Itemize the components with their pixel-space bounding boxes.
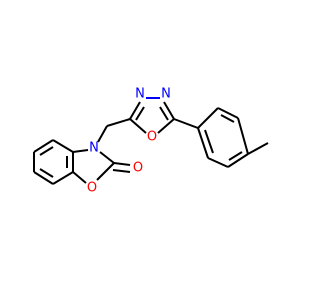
bond-bzo-c2-o: [96, 162, 115, 181]
bond-ox-o-c5: [157, 118, 175, 134]
atom-labels: N N O N O O: [87, 87, 171, 196]
bond-bzo-o-c7a: [72, 171, 87, 184]
bond-ox-c2-o: [129, 118, 147, 134]
atom-o-carbonyl: O: [133, 161, 143, 176]
bond-tolyl-5: [207, 157, 229, 168]
atom-n-ring1: N: [161, 87, 171, 102]
atom-o-oxadiazole: O: [147, 130, 157, 145]
bond-ox-d1: [159, 106, 169, 121]
bond-ox-n-c2: [129, 101, 141, 120]
bond-methyl: [247, 142, 269, 155]
atom-n-benzoxazole: N: [89, 141, 99, 156]
bond-aryl-link: [173, 118, 199, 129]
bond-tolyl-6: [197, 127, 209, 159]
bond-ox-c5-n: [163, 101, 175, 120]
bond-ch2-2: [97, 125, 108, 143]
bond-tolyl-3: [237, 117, 249, 155]
bonds: [33, 97, 269, 185]
bond-tolyl-d3: [204, 129, 214, 154]
bond-bzo-c3a-n: [72, 149, 89, 153]
bond-benz-5: [52, 171, 74, 185]
bond-tolyl-d2: [228, 151, 243, 161]
bond-tolyl-4: [227, 153, 249, 168]
bond-tolyl-2: [217, 107, 239, 119]
bond-benz-1: [52, 139, 74, 153]
molecule-structure: N N O N O O: [33, 86, 269, 196]
atom-o-benzoxazole: O: [87, 181, 97, 196]
bond-benz-d2: [39, 168, 54, 178]
bond-bzo-n-c2: [99, 151, 115, 164]
bond-tolyl-d1: [220, 114, 235, 123]
bond-benz-4: [33, 171, 54, 185]
bond-carbonyl-2: [112, 169, 131, 173]
bond-ox-d2: [135, 106, 145, 121]
atom-n-ring2: N: [135, 87, 145, 102]
bond-benz-d1: [39, 146, 54, 156]
bond-carbonyl-1: [113, 162, 131, 166]
bond-tolyl-1: [197, 107, 219, 129]
bond-benz-2: [33, 139, 54, 153]
bond-ch2-1: [106, 118, 131, 127]
